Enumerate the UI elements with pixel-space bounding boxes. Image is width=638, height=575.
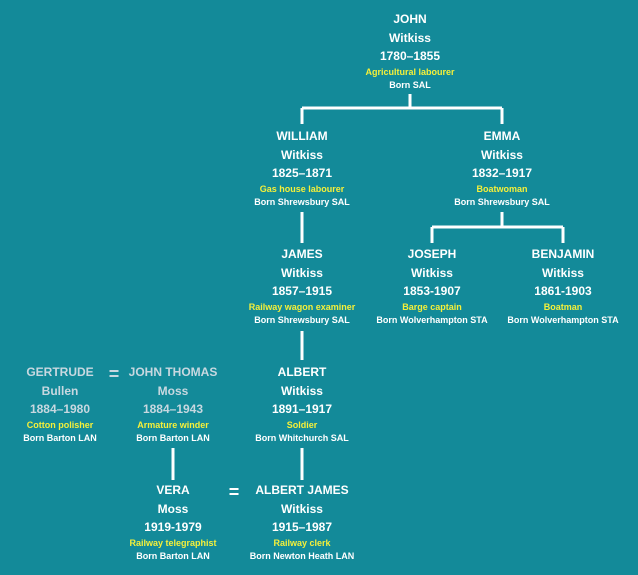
person-emma: EMMA Witkiss 1832–1917 Boatwoman Born Sh… [427,127,577,209]
birthplace: Born Whitchurch SAL [255,432,349,443]
marriage-symbol: = [108,364,120,384]
occupation: Railway telegraphist [129,537,217,548]
life-years: 1825–1871 [271,166,333,180]
life-years: 1919-1979 [144,520,202,534]
occupation: Railway wagon examiner [248,301,356,312]
life-years: 1891–1917 [271,402,333,416]
life-years: 1915–1987 [271,520,333,534]
first-name: JOSEPH [407,247,457,261]
birthplace: Born Barton LAN [23,432,97,443]
occupation: Soldier [286,419,318,430]
surname: Witkiss [542,265,584,280]
birthplace: Born SAL [389,79,431,90]
birthplace: Born Barton LAN [136,550,210,561]
life-years: 1832–1917 [471,166,533,180]
person-benjamin: BENJAMIN Witkiss 1861-1903 Boatman Born … [488,245,638,327]
person-william: WILLIAM Witkiss 1825–1871 Gas house labo… [227,127,377,209]
person-joseph: JOSEPH Witkiss 1853-1907 Barge captain B… [357,245,507,327]
life-years: 1853-1907 [403,284,461,298]
surname: Moss [157,501,189,516]
surname: Witkiss [389,30,431,45]
birthplace: Born Wolverhampton STA [507,314,619,325]
person-albert: ALBERT Witkiss 1891–1917 Soldier Born Wh… [227,363,377,445]
marriage-symbol: = [228,482,240,502]
occupation: Cotton polisher [26,419,94,430]
person-john-thomas: JOHN THOMAS Moss 1884–1943 Armature wind… [98,363,248,445]
person-james: JAMES Witkiss 1857–1915 Railway wagon ex… [227,245,377,327]
occupation: Agricultural labourer [365,66,455,77]
birthplace: Born Shrewsbury SAL [254,196,350,207]
first-name: ALBERT JAMES [255,483,349,497]
birthplace: Born Shrewsbury SAL [254,314,350,325]
first-name: JOHN THOMAS [128,365,218,379]
person-gertrude: GERTRUDE Bullen 1884–1980 Cotton polishe… [0,363,135,445]
life-years: 1884–1943 [142,402,204,416]
first-name: GERTRUDE [26,365,94,379]
first-name: VERA [156,483,190,497]
birthplace: Born Newton Heath LAN [249,550,355,561]
occupation: Gas house labourer [259,183,345,194]
first-name: EMMA [483,129,521,143]
life-years: 1884–1980 [29,402,91,416]
surname: Witkiss [411,265,453,280]
surname: Witkiss [281,265,323,280]
surname: Witkiss [281,147,323,162]
first-name: JAMES [281,247,323,261]
life-years: 1857–1915 [271,284,333,298]
occupation: Armature winder [137,419,209,430]
occupation: Railway clerk [273,537,331,548]
person-vera: VERA Moss 1919-1979 Railway telegraphist… [98,481,248,563]
occupation: Boatwoman [476,183,528,194]
first-name: JOHN [393,12,427,26]
first-name: BENJAMIN [531,247,595,261]
first-name: WILLIAM [276,129,328,143]
life-years: 1780–1855 [379,49,441,63]
birthplace: Born Wolverhampton STA [376,314,488,325]
surname: Witkiss [281,501,323,516]
surname: Witkiss [481,147,523,162]
person-albert-james: ALBERT JAMES Witkiss 1915–1987 Railway c… [227,481,377,563]
birthplace: Born Barton LAN [136,432,210,443]
surname: Witkiss [281,383,323,398]
birthplace: Born Shrewsbury SAL [454,196,550,207]
surname: Moss [157,383,189,398]
life-years: 1861-1903 [534,284,592,298]
first-name: ALBERT [277,365,327,379]
person-john: JOHN Witkiss 1780–1855 Agricultural labo… [335,10,485,92]
occupation: Barge captain [402,301,462,312]
surname: Bullen [41,383,79,398]
occupation: Boatman [543,301,583,312]
